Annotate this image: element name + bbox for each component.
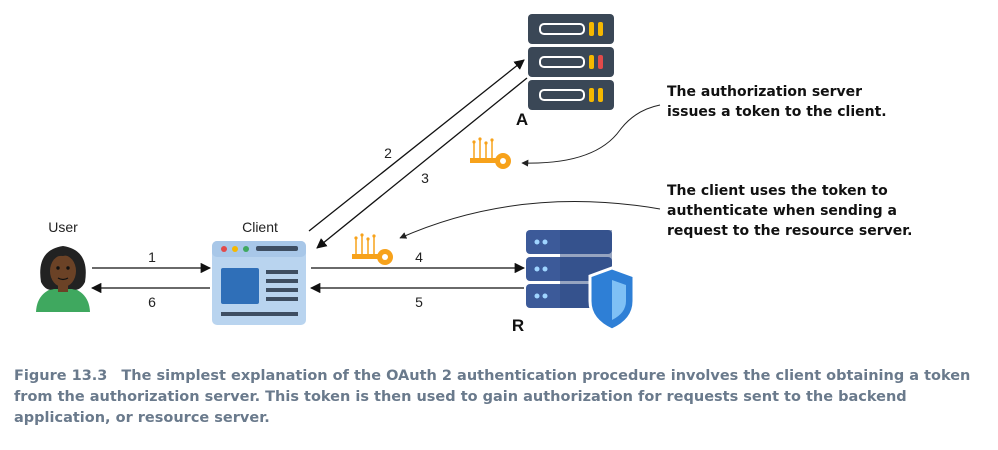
figure-number: Figure 13.3 bbox=[14, 368, 108, 384]
callout-connector-auth bbox=[521, 104, 661, 167]
callout-client-token: The client uses the token to authenticat… bbox=[667, 181, 912, 241]
callout-line: issues a token to the client. bbox=[667, 104, 887, 120]
callout-connector-client bbox=[399, 201, 661, 239]
step-number-4: 4 bbox=[415, 249, 423, 265]
callout-line: The authorization server bbox=[667, 84, 863, 100]
caption-text: The simplest explanation of the OAuth 2 … bbox=[14, 368, 971, 426]
resource-server-letter: R bbox=[512, 316, 524, 335]
client-label: Client bbox=[242, 219, 278, 235]
user-avatar-icon bbox=[33, 246, 93, 312]
callout-auth-server: The authorization server issues a token … bbox=[667, 82, 887, 122]
key-icon bbox=[470, 137, 511, 169]
callout-line: authenticate when sending a bbox=[667, 203, 897, 219]
step-number-5: 5 bbox=[415, 294, 423, 310]
callout-line: request to the resource server. bbox=[667, 223, 913, 239]
step-number-6: 6 bbox=[148, 294, 156, 310]
server-rack-icon bbox=[528, 14, 614, 110]
browser-window-icon bbox=[212, 241, 306, 325]
step-number-1: 1 bbox=[148, 249, 156, 265]
key-icon bbox=[352, 233, 393, 265]
user-label: User bbox=[48, 219, 78, 235]
oauth-diagram: User Client bbox=[33, 14, 661, 335]
auth-server-letter: A bbox=[516, 110, 528, 129]
callout-line: The client uses the token to bbox=[667, 183, 888, 199]
database-server-shield-icon bbox=[526, 230, 636, 332]
arrow-step-3 bbox=[316, 77, 528, 249]
step-number-2: 2 bbox=[384, 145, 392, 161]
step-number-3: 3 bbox=[421, 170, 429, 186]
arrow-step-2 bbox=[308, 59, 525, 232]
